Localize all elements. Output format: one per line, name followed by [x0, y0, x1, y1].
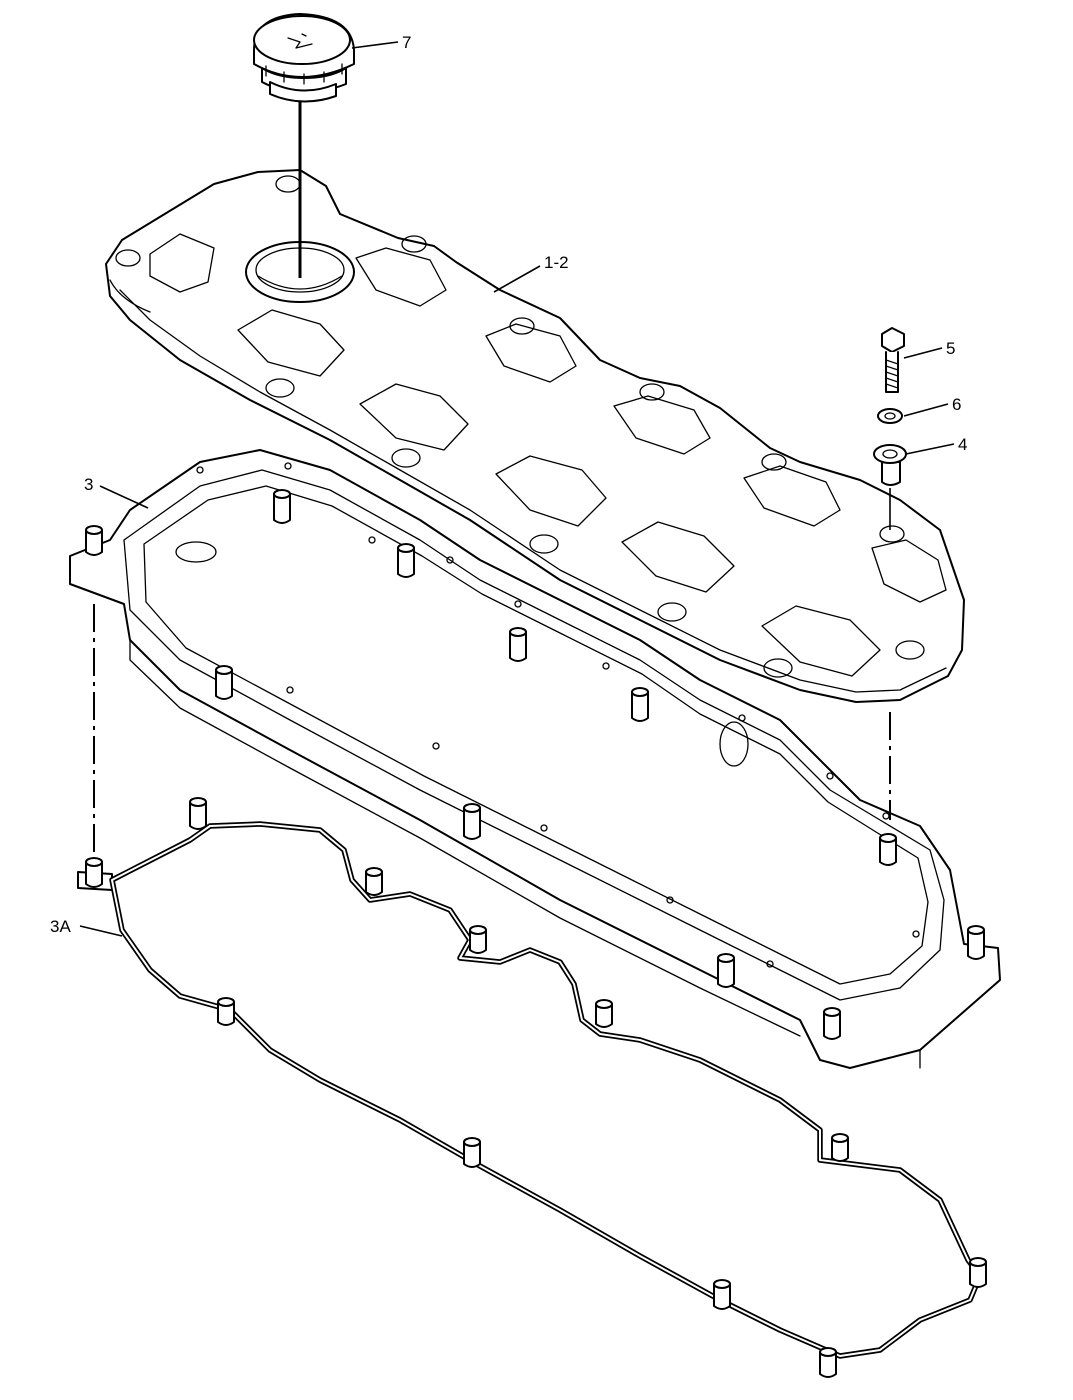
callout-7: 7	[402, 33, 411, 52]
oil-filler-cap	[253, 13, 355, 103]
gasket-studs	[85, 797, 987, 1378]
washer	[877, 408, 903, 424]
callout-1-2: 1-2	[544, 253, 569, 272]
valve-cover	[105, 169, 965, 703]
leader-4	[905, 443, 955, 455]
grommet	[873, 444, 907, 486]
callout-4: 4	[958, 435, 967, 454]
leader-5	[903, 347, 943, 359]
callout-6: 6	[952, 395, 961, 414]
base-holes	[196, 462, 920, 968]
bolt	[881, 327, 905, 393]
callout-3A: 3A	[50, 917, 71, 936]
gasket	[77, 797, 987, 1378]
callout-5: 5	[946, 339, 955, 358]
base-studs	[85, 489, 985, 1040]
leader-7	[351, 41, 399, 49]
leader-3A	[79, 925, 123, 937]
leader-1-2	[493, 265, 541, 293]
leader-3	[99, 485, 149, 509]
leader-6	[903, 403, 949, 417]
valve-cover-base	[69, 449, 1001, 1069]
callout-3: 3	[84, 475, 93, 494]
